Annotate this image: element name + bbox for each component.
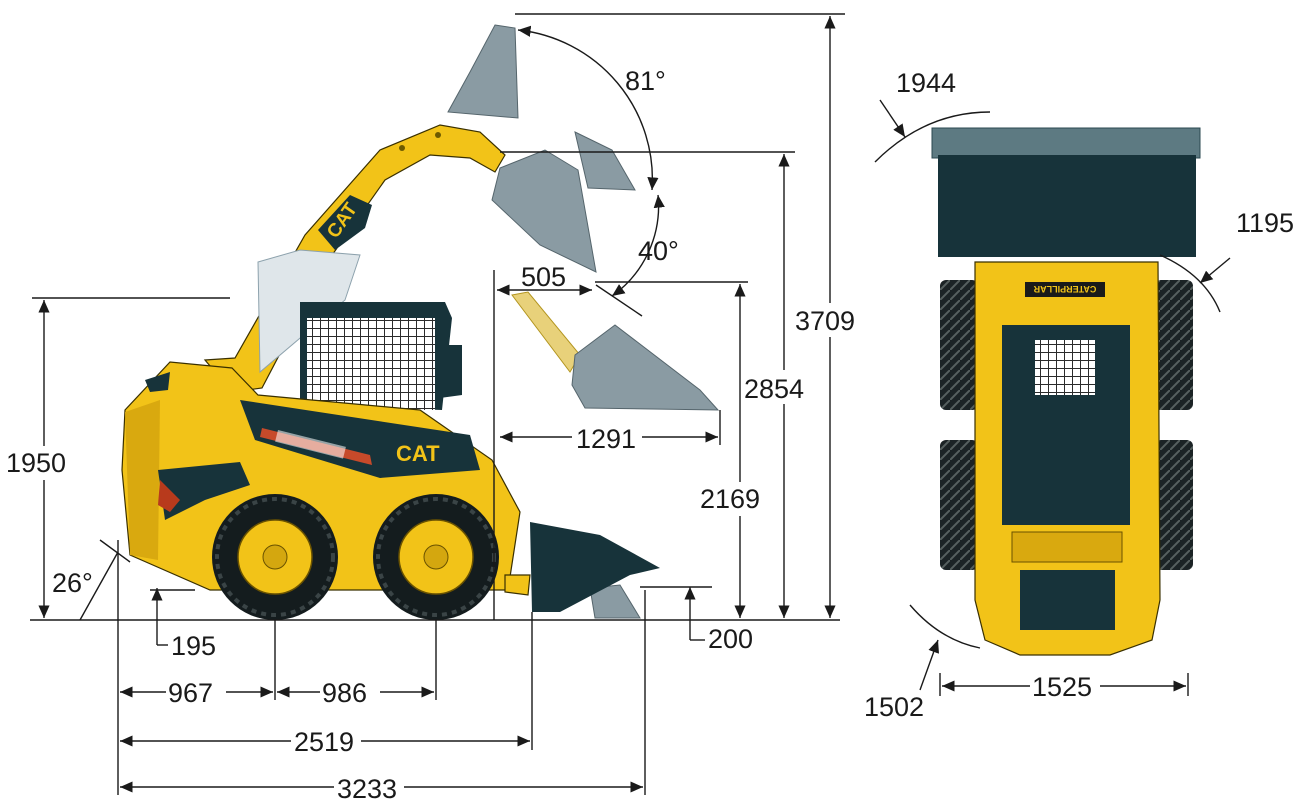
rear-wheel [212,494,338,620]
label-bucket-width: 1525 [1032,672,1092,702]
label-cab-height: 1950 [6,448,66,478]
operator-cab [257,249,462,410]
dig-bucket-ghost [589,584,641,619]
label-rear-overhang: 967 [168,678,213,708]
label-height-to-top: 3709 [795,306,855,336]
top-logo: CATERPILLAR [1033,284,1096,294]
raised-bucket-rollback-ghost [491,149,597,273]
label-length-with-bucket: 3233 [337,774,397,803]
label-length-without-bucket: 2519 [294,727,354,757]
label-dump-clearance: 2169 [700,484,760,514]
label-dump-angle: 81° [625,66,666,96]
top-view-machine: CATERPILLAR [931,127,1201,656]
label-hinge-pin-height: 2854 [744,374,804,404]
label-ground-clearance: 195 [171,631,216,661]
label-wheelbase: 986 [322,678,367,708]
side-view-machine: CAT CAT [121,24,720,620]
cab-mesh-guard [307,318,435,410]
label-bucket-reach: 1291 [576,424,636,454]
bucket-ground [504,522,660,612]
label-rollback-angle: 40° [638,236,679,266]
label-dump-reach: 505 [521,262,566,292]
label-dig-depth: 200 [708,624,753,654]
mid-bucket-ghost [511,291,720,411]
label-turning-rear: 1502 [864,692,924,722]
body-logo: CAT [396,441,440,466]
label-turning-front: 1944 [896,68,956,98]
label-departure-angle: 26° [52,568,93,598]
dimension-labels: 81° 40° 505 1291 3709 2854 2169 1950 26°… [4,66,1294,803]
label-turning-bucket: 1195 [1236,208,1294,238]
front-wheel [373,494,499,620]
